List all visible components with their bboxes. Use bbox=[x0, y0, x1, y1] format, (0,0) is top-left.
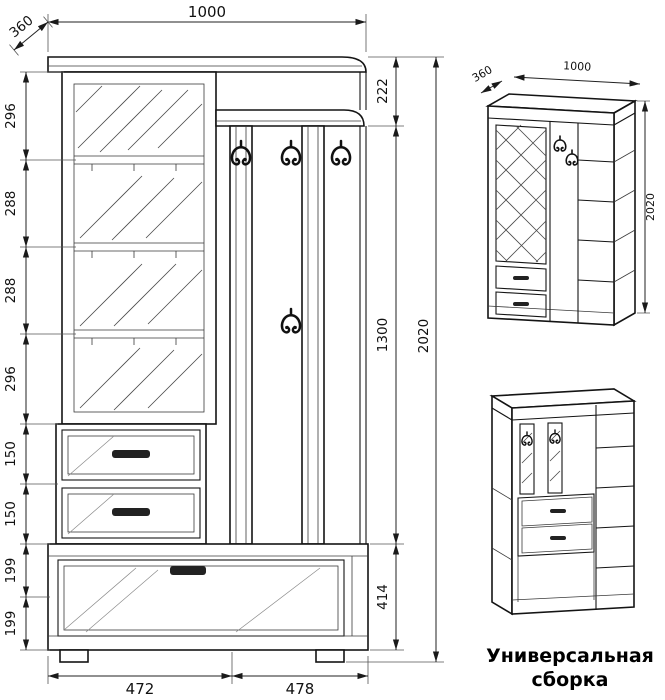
grain-lines bbox=[63, 435, 321, 633]
drawer bbox=[61, 487, 201, 539]
dim-label: 478 bbox=[286, 680, 315, 698]
shelf-lines bbox=[74, 155, 204, 339]
drawer-handle bbox=[112, 508, 150, 516]
cornice bbox=[47, 56, 367, 73]
dim-label: 288 bbox=[3, 191, 19, 217]
dim-label-depth: 360 bbox=[6, 13, 36, 42]
dim-right-chain: 222 1300 414 bbox=[368, 56, 444, 651]
caption-line-1: Универсальная bbox=[486, 645, 654, 667]
dim-label: 296 bbox=[3, 103, 19, 129]
caption-line-2: сборка bbox=[532, 669, 609, 691]
dim-left-chain: 296 288 288 296 150 150 199 199 bbox=[3, 71, 76, 651]
iso-hook-slats bbox=[519, 422, 563, 495]
dim-label: 222 bbox=[375, 78, 391, 104]
lower-cabinet bbox=[47, 543, 369, 663]
dim-total-height: 2020 bbox=[346, 57, 444, 663]
dim-label: 2020 bbox=[644, 193, 657, 221]
dim-label: 296 bbox=[3, 366, 19, 392]
dim-label: 1300 bbox=[375, 318, 391, 352]
iso-shelves bbox=[577, 159, 615, 283]
drawer-unit bbox=[55, 423, 207, 545]
foot bbox=[315, 649, 345, 663]
iso-dim-height: 2020 bbox=[637, 100, 657, 314]
dim-label: 288 bbox=[3, 278, 19, 304]
iso-view-front: 360 1000 2020 bbox=[470, 59, 657, 327]
coat-hook-icon bbox=[280, 307, 302, 334]
dim-bottom-chain: 472 478 bbox=[47, 652, 369, 698]
shelf-supports bbox=[91, 164, 177, 345]
coat-hook-icon bbox=[330, 139, 352, 166]
mirror-cabinet bbox=[61, 71, 217, 425]
dim-label: 150 bbox=[3, 441, 19, 467]
mirror-hatch bbox=[75, 85, 203, 411]
iso-mirror-crosshatch bbox=[495, 124, 547, 263]
dim-label: 1000 bbox=[563, 59, 592, 73]
iso-dim-depth: 360 bbox=[470, 63, 503, 94]
iso-dim-width: 1000 bbox=[513, 59, 641, 87]
dim-label: 199 bbox=[3, 558, 19, 584]
door-handle bbox=[170, 566, 206, 575]
dim-depth: 360 bbox=[6, 13, 53, 56]
dim-label: 360 bbox=[470, 63, 495, 85]
dim-label-total-height: 2020 bbox=[416, 319, 432, 353]
front-view bbox=[47, 56, 369, 663]
dim-label: 472 bbox=[126, 680, 155, 698]
dim-label-width: 1000 bbox=[188, 3, 226, 21]
drawer bbox=[61, 429, 201, 481]
iso-drawers bbox=[517, 493, 595, 557]
dim-label: 414 bbox=[375, 584, 391, 610]
dim-label: 150 bbox=[3, 501, 19, 527]
hook-shelf bbox=[215, 109, 365, 127]
drawer-handle bbox=[112, 450, 150, 458]
iso-view-back bbox=[489, 388, 637, 616]
iso-shelves bbox=[595, 445, 635, 569]
caption: Универсальная сборка bbox=[486, 645, 654, 691]
dim-overall-width: 1000 bbox=[47, 3, 367, 52]
foot bbox=[59, 649, 89, 663]
coat-hook-icon bbox=[280, 139, 302, 166]
iso-mirror-panel bbox=[495, 124, 547, 265]
dim-label: 199 bbox=[3, 611, 19, 637]
hook-slats bbox=[229, 125, 367, 545]
